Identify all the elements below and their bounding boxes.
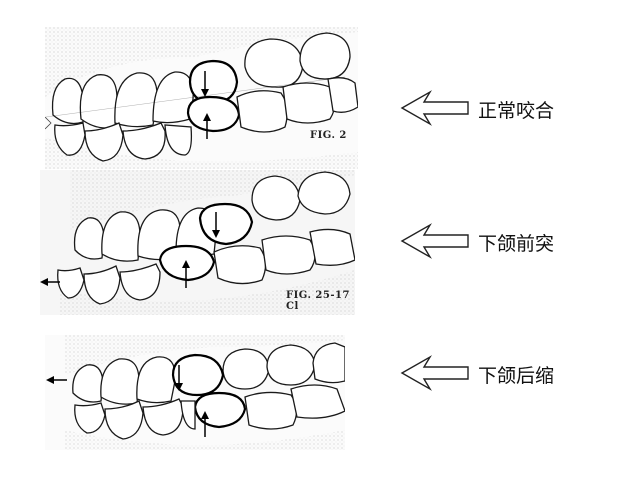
retrusion-illustration — [45, 335, 345, 450]
motion-arrow-icon — [212, 212, 220, 238]
hollow-left-arrow-icon — [400, 90, 469, 126]
motion-arrow-icon — [175, 365, 183, 391]
upper-teeth — [72, 342, 345, 405]
lower-teeth — [54, 77, 358, 162]
row-label-normal-occlusion: 正常咬合 — [478, 100, 555, 122]
hollow-left-arrow-icon — [400, 355, 469, 391]
protrusion-illustration: FIG. 25-17 Cl — [40, 170, 355, 315]
figure-caption: FIG. 2 — [310, 130, 347, 141]
motion-arrow-icon — [201, 71, 209, 97]
lower-teeth — [57, 228, 355, 305]
upper-first-molar — [171, 353, 225, 397]
lower-first-molar — [193, 391, 247, 429]
normal-occlusion-illustration: FIG. 2 — [45, 27, 358, 169]
motion-arrow-icon — [40, 278, 60, 286]
teeth-drawing-protrusion — [40, 170, 355, 315]
motion-arrow-icon — [46, 376, 67, 384]
teeth-drawing-normal — [45, 27, 358, 169]
motion-arrow-icon — [203, 113, 211, 139]
row-label-mandibular-retrusion: 下颌后缩 — [478, 365, 555, 387]
motion-arrow-icon — [201, 411, 209, 437]
figure-caption: FIG. 25-17 Cl — [286, 290, 350, 312]
lower-first-molar — [186, 95, 241, 133]
motion-arrow-icon — [182, 260, 190, 288]
row-label-mandibular-protrusion: 下颌前突 — [478, 233, 555, 255]
upper-teeth — [51, 32, 351, 129]
lower-teeth — [74, 384, 345, 440]
upper-first-molar — [198, 202, 254, 246]
hollow-left-arrow-icon — [400, 223, 469, 259]
teeth-drawing-retrusion — [46, 335, 345, 450]
